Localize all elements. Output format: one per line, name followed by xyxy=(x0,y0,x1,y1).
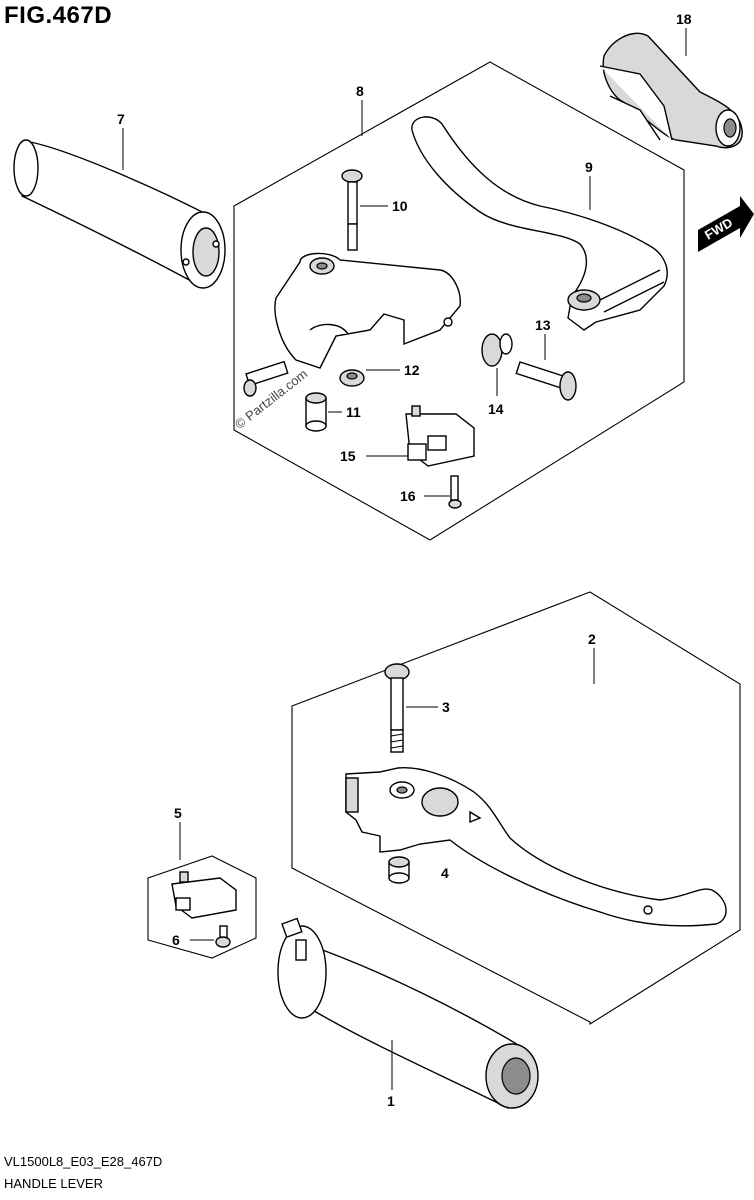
callout-14: 14 xyxy=(488,401,504,417)
assembly-frame-5 xyxy=(147,855,257,959)
callout-8: 8 xyxy=(356,83,364,99)
part-7-grip[interactable] xyxy=(13,139,226,289)
callout-1: 1 xyxy=(387,1093,395,1109)
fwd-arrow-icon: FWD xyxy=(698,196,754,252)
part-14-adjuster[interactable] xyxy=(481,333,513,367)
callout-2: 2 xyxy=(588,631,596,647)
holder-screw xyxy=(243,360,289,397)
callout-9: 9 xyxy=(585,159,593,175)
callout-7: 7 xyxy=(117,111,125,127)
assembly-frame-8 xyxy=(233,61,685,541)
part-3-pivot-bolt[interactable] xyxy=(384,663,410,753)
part-9-clutch-lever[interactable] xyxy=(411,116,668,331)
figure-title: FIG.467D xyxy=(4,2,113,29)
part-13-adjuster-bolt[interactable] xyxy=(515,361,577,401)
figure-name: HANDLE LEVER xyxy=(4,1176,103,1191)
callout-4: 4 xyxy=(441,865,449,881)
callout-3: 3 xyxy=(442,699,450,715)
callout-15: 15 xyxy=(340,448,356,464)
callout-10: 10 xyxy=(392,198,408,214)
callout-5: 5 xyxy=(174,805,182,821)
callout-13: 13 xyxy=(535,317,551,333)
callout-12: 12 xyxy=(404,362,420,378)
part-10-pivot-bolt[interactable] xyxy=(341,169,363,251)
part-1-throttle-grip[interactable] xyxy=(277,917,539,1110)
callout-18: 18 xyxy=(676,11,692,27)
part-2-brake-lever[interactable] xyxy=(345,767,727,927)
part-11-bushing[interactable] xyxy=(305,392,327,432)
part-8-lever-holder[interactable] xyxy=(274,252,461,369)
assembly-frame-2 xyxy=(291,591,741,1025)
part-16-switch-screw[interactable] xyxy=(448,475,462,509)
callout-6: 6 xyxy=(172,932,180,948)
figure-code: VL1500L8_E03_E28_467D xyxy=(4,1154,163,1169)
part-4-spacer[interactable] xyxy=(388,856,410,884)
part-12-spacer[interactable] xyxy=(339,369,365,387)
part-5-brake-switch[interactable] xyxy=(171,871,237,919)
callout-16: 16 xyxy=(400,488,416,504)
callout-11: 11 xyxy=(346,404,361,420)
part-6-screw[interactable] xyxy=(215,925,231,948)
part-15-switch[interactable] xyxy=(405,405,475,467)
part-18-lever-cover[interactable] xyxy=(599,32,743,149)
